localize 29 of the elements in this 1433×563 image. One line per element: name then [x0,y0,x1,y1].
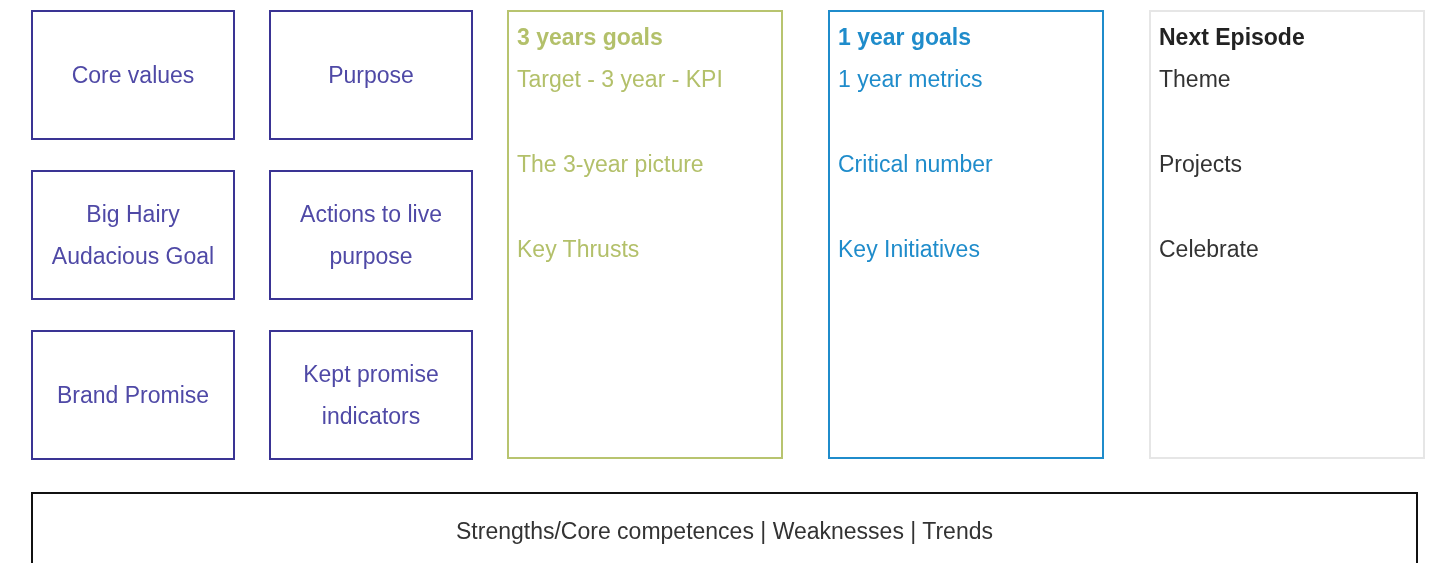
panel-item: Theme [1159,65,1232,94]
panel-item: 1 year metrics [838,65,984,94]
text-box [31,10,235,140]
panel-item: Celebrate [1159,235,1260,264]
panel-item: Key Thrusts [517,235,641,264]
text-box [269,330,473,460]
panel-heading: Next Episode [1159,23,1306,52]
box-label: Actions to live purpose [299,200,443,271]
box-label: Core values [71,61,195,90]
column-panel [507,10,783,459]
text-box [31,170,235,300]
panel-item: Target - 3 year - KPI [517,65,724,94]
panel-item: The 3-year picture [517,150,705,179]
box-label: Brand Promise [56,381,210,410]
box-label: Strengths/Core competences | Weaknesses | Trends [456,517,993,546]
text-box [269,10,473,140]
box-label: Big Hairy Audacious Goal [50,200,216,271]
panel-item: Projects [1159,150,1244,179]
box-label: Purpose [328,61,414,90]
panel-heading: 3 years goals [517,23,664,52]
text-box [269,170,473,300]
column-panel [828,10,1104,459]
panel-heading: 1 year goals [838,23,972,52]
column-panel [1149,10,1425,459]
panel-item: Critical number [838,150,994,179]
text-box [31,330,235,460]
panel-item: Key Initiatives [838,235,981,264]
text-box [31,492,1418,563]
box-label: Kept promise indicators [302,360,440,431]
